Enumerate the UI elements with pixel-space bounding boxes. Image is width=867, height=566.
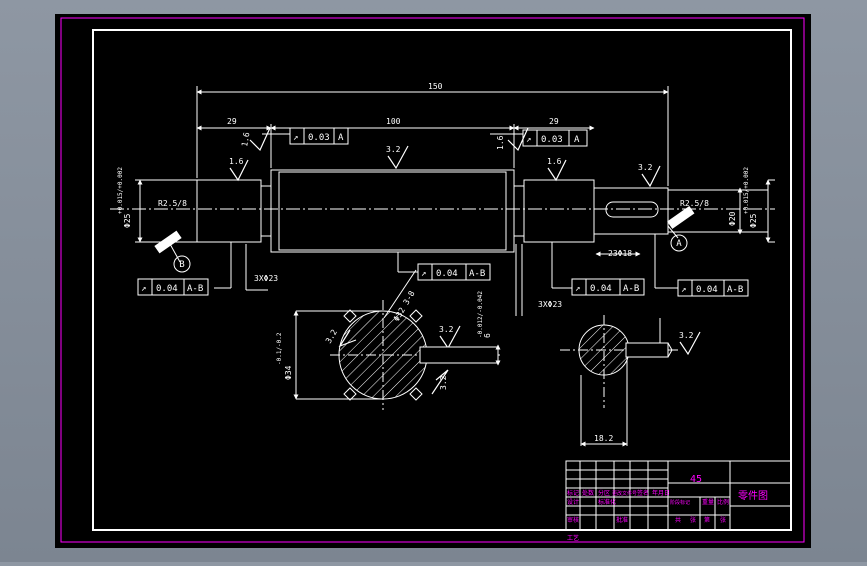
tol-datum: A bbox=[574, 135, 580, 145]
roughness-symbol bbox=[641, 165, 661, 188]
tb-label: 张 bbox=[720, 516, 726, 524]
roughness-value: 3.2 bbox=[638, 163, 653, 172]
runout-frame-left[interactable]: ↗ 0.04 A-B bbox=[137, 278, 209, 296]
dim-undercut-right: 3XΦ23 bbox=[538, 300, 562, 309]
dim-section-a-key: 6 bbox=[483, 333, 492, 338]
dim-left-segment: 29 bbox=[227, 117, 237, 126]
tol-value: 0.03 bbox=[541, 135, 563, 145]
tol-datum: A bbox=[338, 133, 344, 143]
tb-label: 更改文件号 bbox=[612, 490, 637, 497]
roughness-value: 1.6 bbox=[229, 157, 244, 166]
inner-frame bbox=[92, 29, 792, 531]
tb-label: 标准化 bbox=[598, 498, 616, 506]
roughness-value: 1.6 bbox=[547, 157, 562, 166]
runout-symbol: ↗ bbox=[293, 133, 298, 143]
tol-value: 0.04 bbox=[696, 285, 718, 295]
roughness-value: 3.2 bbox=[439, 375, 448, 390]
tol-value: 0.04 bbox=[590, 284, 612, 294]
drawing-canvas[interactable] bbox=[55, 14, 811, 548]
tb-label: 工艺 bbox=[567, 534, 579, 542]
roughness-value: 3.2 bbox=[439, 325, 454, 334]
sheet-border bbox=[60, 17, 805, 543]
roughness-symbol bbox=[547, 159, 567, 182]
dim-right-diameter-tol: +0.015/+0.002 bbox=[743, 167, 750, 214]
roughness-symbol bbox=[387, 145, 409, 170]
dim-right-fillet: R2.5/8 bbox=[680, 199, 709, 208]
dim-left-diameter-tol: +0.015/+0.002 bbox=[117, 167, 124, 214]
dim-middle-segment: 100 bbox=[386, 117, 401, 126]
dim-right-segment: 29 bbox=[549, 117, 559, 126]
dim-section-a-dia: Φ34 bbox=[284, 365, 293, 380]
dim-left-diameter: Φ25 bbox=[123, 213, 132, 228]
tb-label: 年月日 bbox=[652, 489, 670, 497]
tb-label: 比例 bbox=[717, 498, 729, 506]
roughness-symbol bbox=[229, 159, 249, 182]
tol-value: 0.03 bbox=[308, 133, 330, 143]
tb-label: 重量 bbox=[702, 498, 714, 506]
tol-value: 0.04 bbox=[436, 269, 458, 279]
roughness-symbol bbox=[249, 127, 271, 152]
tb-label: 第 bbox=[704, 516, 710, 524]
roughness-value: 1.6 bbox=[496, 135, 505, 150]
runout-symbol: ↗ bbox=[141, 284, 146, 294]
dim-section-a-key-tol: -0.012/-0.042 bbox=[477, 291, 484, 338]
section-view-b bbox=[560, 315, 680, 447]
tb-label: 张 bbox=[690, 516, 696, 524]
tb-label: 分区 bbox=[598, 489, 610, 497]
roughness-symbol bbox=[679, 331, 701, 356]
title-block-labels: 标记 处数 分区 更改文件号 签名 年月日 设计 标准化 阶段标记 重量 比例 … bbox=[567, 489, 729, 542]
datum-label-a: A bbox=[676, 239, 682, 249]
runout-frame-top-left[interactable]: ↗ 0.03 A bbox=[289, 127, 349, 145]
tb-label: 审核 bbox=[567, 516, 579, 524]
tol-datum: A-B bbox=[187, 284, 203, 294]
dim-right-end: 23Φ18 bbox=[608, 249, 632, 258]
title-block bbox=[565, 460, 792, 531]
roughness-value: 3.2 bbox=[386, 145, 401, 154]
runout-symbol: ↗ bbox=[681, 285, 686, 295]
runout-frame-bottom-right-b[interactable]: ↗ 0.04 A-B bbox=[677, 279, 749, 297]
runout-symbol: ↗ bbox=[526, 135, 531, 145]
tol-datum: A-B bbox=[623, 284, 639, 294]
roughness-symbol bbox=[507, 127, 529, 152]
dim-section-a-tol: -0.1/-0.2 bbox=[276, 332, 283, 365]
title-drawing-name: 零件图 bbox=[738, 490, 768, 502]
tb-label: 签名 bbox=[637, 489, 649, 497]
section-view-a bbox=[293, 269, 501, 410]
tb-label: 处数 bbox=[582, 489, 594, 497]
dim-section-b: 18.2 bbox=[594, 434, 613, 443]
datum-a-circle bbox=[670, 234, 688, 252]
dim-right-step-diameter: Φ20 bbox=[728, 211, 737, 226]
dim-undercut-left: 3XΦ23 bbox=[254, 274, 278, 283]
datum-b-circle bbox=[173, 255, 191, 273]
tol-datum: A-B bbox=[727, 285, 743, 295]
roughness-value: 1.6 bbox=[240, 131, 251, 147]
tb-label: 阶段标记 bbox=[670, 499, 690, 506]
roughness-symbol bbox=[431, 369, 449, 395]
tb-label: 标记 bbox=[567, 489, 579, 497]
tol-datum: A-B bbox=[469, 269, 485, 279]
tb-label: 批准 bbox=[616, 516, 628, 524]
tb-label: 设计 bbox=[567, 498, 579, 506]
runout-frame-bottom-right-a[interactable]: ↗ 0.04 A-B bbox=[571, 278, 645, 296]
dim-overall: 150 bbox=[428, 82, 443, 91]
tol-value: 0.04 bbox=[156, 284, 178, 294]
dim-right-diameter: Φ25 bbox=[749, 213, 758, 228]
runout-symbol: ↗ bbox=[575, 284, 580, 294]
dim-left-fillet: R2.5/8 bbox=[158, 199, 187, 208]
datum-label-b: B bbox=[179, 260, 184, 270]
runout-frame-bottom-middle[interactable]: ↗ 0.04 A-B bbox=[417, 263, 491, 281]
roughness-value: 3.2 bbox=[679, 331, 694, 340]
tb-label: 共 bbox=[675, 516, 681, 524]
runout-symbol: ↗ bbox=[421, 269, 426, 279]
title-material: 45 bbox=[690, 474, 702, 485]
